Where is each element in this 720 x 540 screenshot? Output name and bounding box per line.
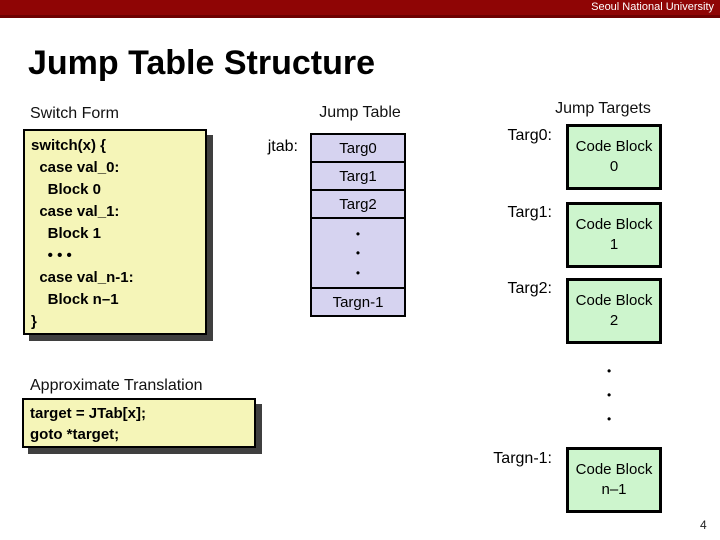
code-line-ellipsis: • • • <box>31 247 72 264</box>
code-block-index: 2 <box>609 312 619 329</box>
target-label: Targ1: <box>507 204 552 221</box>
code-block-index: 0 <box>609 158 619 175</box>
code-block-box: Code Block 2 <box>566 278 662 344</box>
switch-form-heading: Switch Form <box>30 105 119 122</box>
code-line: case val_0: <box>31 159 120 176</box>
code-block-box: Code Block 0 <box>566 124 662 190</box>
jump-table-cell: Targn-1 <box>310 287 406 317</box>
code-line: } <box>31 313 37 330</box>
code-line: case val_n-1: <box>31 269 134 286</box>
code-block-text: Code Block <box>575 216 653 233</box>
ellipsis-dot: • <box>355 246 361 260</box>
jump-table-heading: Jump Table <box>319 104 401 121</box>
code-line: target = JTab[x]; <box>30 405 146 422</box>
jump-targets-ellipsis: • • • <box>607 364 611 426</box>
code-line: Block 0 <box>31 181 102 198</box>
ellipsis-dot: • <box>607 388 612 402</box>
code-block-text: Code Block <box>575 292 653 309</box>
page-number: 4 <box>700 518 707 532</box>
translation-code-box: target = JTab[x]; goto *target; <box>22 398 256 448</box>
ellipsis-dot: • <box>607 364 612 378</box>
ellipsis-dot: • <box>355 226 361 241</box>
university-banner: Seoul National University <box>0 0 720 18</box>
jump-table-cell: Targ1 <box>310 161 406 191</box>
switch-form-code-box: switch(x) { case val_0: Block 0 case val… <box>23 129 207 335</box>
university-banner-text: Seoul National University <box>591 1 714 13</box>
target-label: Targn-1: <box>493 450 552 467</box>
slide-title: Jump Table Structure <box>28 44 375 82</box>
jump-targets-heading: Jump Targets <box>555 100 651 117</box>
code-block-text: Code Block <box>575 138 653 155</box>
code-block-text: Code Block <box>575 461 653 478</box>
code-line: goto *target; <box>30 426 120 443</box>
approximate-translation-heading: Approximate Translation <box>30 377 203 394</box>
jump-table-ellipsis-cell: • • • <box>310 217 406 289</box>
target-label: Targ0: <box>507 127 552 144</box>
target-label: Targ2: <box>507 280 552 297</box>
jump-table-cell: Targ0 <box>310 133 406 163</box>
code-block-index: 1 <box>609 236 619 253</box>
code-block-index: n–1 <box>601 481 627 498</box>
jump-table-cell: Targ2 <box>310 189 406 219</box>
code-line: Block 1 <box>31 225 102 242</box>
code-line: switch(x) { <box>31 137 107 154</box>
code-line: case val_1: <box>31 203 120 220</box>
ellipsis-dot: • <box>607 412 612 426</box>
jump-table: Targ0 Targ1 Targ2 • • • Targn-1 <box>310 133 406 317</box>
ellipsis-dot: • <box>355 265 361 280</box>
jtab-pointer-label: jtab: <box>267 138 298 155</box>
code-block-box: Code Block n–1 <box>566 447 662 513</box>
code-block-box: Code Block 1 <box>566 202 662 268</box>
code-line: Block n–1 <box>31 291 119 308</box>
